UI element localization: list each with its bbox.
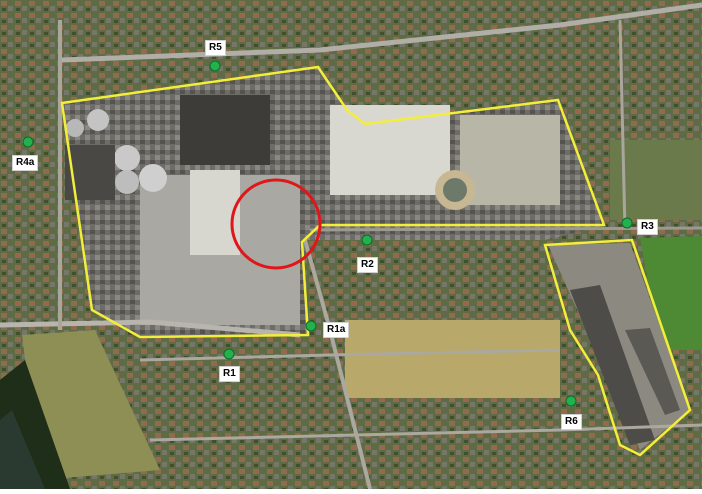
site-boundary (60, 65, 606, 339)
receptor-marker-r1a (305, 320, 317, 332)
receptor-marker-r2 (361, 234, 373, 246)
receptor-marker-r6 (565, 395, 577, 407)
receptor-marker-r3 (621, 217, 633, 229)
receptor-label-r5: R5 (205, 40, 226, 56)
receptor-label-r4a: R4a (12, 155, 39, 171)
emission-source-circle (230, 178, 322, 270)
receptor-label-r1a: R1a (323, 322, 350, 338)
receptor-marker-r1 (223, 348, 235, 360)
receptor-marker-r5 (209, 60, 221, 72)
receptor-label-r6: R6 (561, 414, 582, 430)
receptor-label-r2: R2 (357, 257, 378, 273)
receptor-marker-r4a (22, 136, 34, 148)
receptor-label-r3: R3 (637, 219, 658, 235)
field-east (345, 320, 560, 398)
receptor-label-r1: R1 (219, 366, 240, 382)
field-southwest (22, 330, 160, 480)
site-boundary-southeast (543, 238, 692, 457)
